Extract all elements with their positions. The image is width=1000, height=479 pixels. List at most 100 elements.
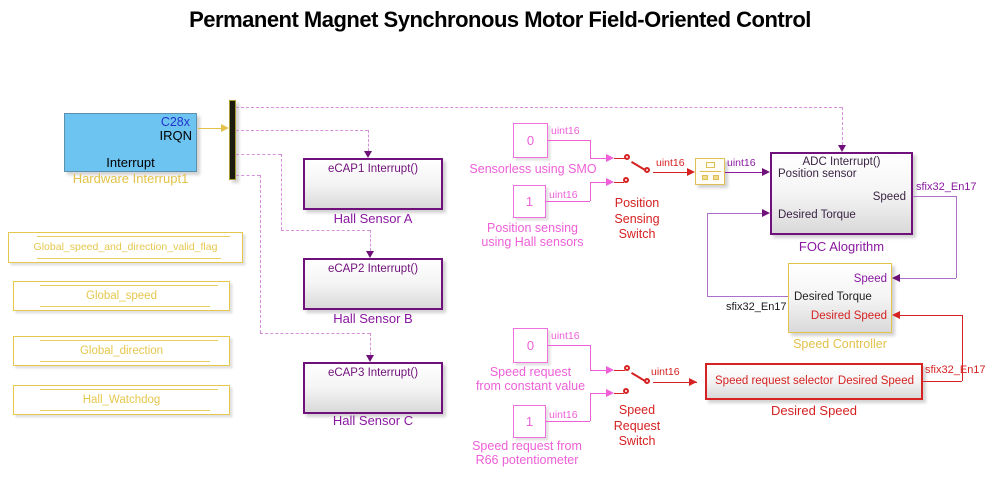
wire xyxy=(590,345,591,370)
wire-torque xyxy=(707,213,708,296)
data-store-global-direction[interactable]: Global_direction xyxy=(13,336,230,366)
wire xyxy=(548,345,590,346)
arrowhead xyxy=(892,274,900,282)
dtype-label: uint16 xyxy=(551,125,580,137)
adc-interrupt-port-label: ADC Interrupt() xyxy=(802,156,881,168)
data-store-hall-watchdog[interactable]: Hall_Watchdog xyxy=(13,385,230,415)
hall-sensor-c-name: Hall Sensor C xyxy=(332,413,414,428)
rate-transition-icon xyxy=(706,162,715,168)
speed-controller-name: Speed Controller xyxy=(793,337,887,351)
constant-sensorless[interactable]: 0 xyxy=(513,123,548,158)
wire-desired-speed xyxy=(900,315,962,316)
switch-lever xyxy=(630,161,647,172)
desired-speed-name: Desired Speed xyxy=(771,403,857,418)
constant-speed-pot[interactable]: 1 xyxy=(513,405,546,438)
arrowhead xyxy=(366,251,374,258)
arrowhead xyxy=(762,168,770,176)
trigger-wire-foc xyxy=(842,107,843,145)
wire-speed-feedback xyxy=(913,196,956,197)
switch-input-1 xyxy=(624,154,630,160)
arrowhead xyxy=(838,145,846,152)
speed-in-port-label: Speed xyxy=(853,273,887,285)
wire-torque xyxy=(707,296,788,297)
ecap1-port-label: eCAP1 Interrupt() xyxy=(327,163,419,175)
constant-value: 1 xyxy=(525,194,534,209)
wire xyxy=(725,172,762,173)
arrowhead xyxy=(221,124,229,132)
arrowhead xyxy=(606,154,614,162)
hall-sensor-a-name: Hall Sensor A xyxy=(333,211,413,226)
wire xyxy=(590,182,591,201)
wire-speed-feedback xyxy=(900,278,956,279)
data-store-global-speed[interactable]: Global_speed xyxy=(13,281,230,311)
arrowhead xyxy=(687,168,695,176)
wire xyxy=(614,370,625,371)
desired-torque-port-label: Desired Torque xyxy=(778,209,856,221)
wire xyxy=(590,158,607,159)
arrowhead xyxy=(606,366,614,374)
hall-sensor-c-block[interactable]: eCAP3 Interrupt() xyxy=(303,362,443,414)
wire xyxy=(546,421,590,422)
dtype-label: uint16 xyxy=(656,157,685,169)
constant-hall-position-name: Position sensing using Hall sensors xyxy=(481,221,584,250)
arrowhead xyxy=(892,311,900,319)
foc-algorithm-block[interactable]: ADC Interrupt() Position sensor Speed De… xyxy=(770,152,913,235)
switch-output xyxy=(644,378,650,384)
ecap3-port-label: eCAP3 Interrupt() xyxy=(327,367,419,379)
position-sensing-switch[interactable] xyxy=(620,150,656,190)
wire-speed-feedback xyxy=(956,196,957,278)
dtype-label: uint16 xyxy=(727,157,756,169)
ecap2-port-label: eCAP2 Interrupt() xyxy=(327,263,419,275)
hall-sensor-b-block[interactable]: eCAP2 Interrupt() xyxy=(303,258,443,310)
trigger-wire-hall-a xyxy=(368,130,369,151)
speed-request-switch[interactable] xyxy=(620,361,656,401)
constant-value: 0 xyxy=(526,133,535,148)
hall-sensor-b-name: Hall Sensor B xyxy=(333,311,413,326)
rate-transition-icon xyxy=(702,175,708,180)
switch-output xyxy=(644,167,650,173)
data-store-name: Global_speed_and_direction_valid_flag xyxy=(33,241,218,253)
position-sensor-port-label: Position sensor xyxy=(778,168,857,180)
hardware-interrupt-block[interactable]: C28x IRQN Interrupt xyxy=(64,113,197,172)
wire xyxy=(614,393,624,394)
interrupt-demux-bar[interactable] xyxy=(229,100,236,180)
wire xyxy=(653,382,697,383)
desired-torque-out-port-label: Desired Torque xyxy=(794,291,872,303)
arrowhead xyxy=(606,389,614,397)
irqn-port-label: IRQN xyxy=(159,128,193,143)
constant-speed-pot-name: Speed request from R66 potentiometer xyxy=(472,439,582,468)
wire-desired-speed xyxy=(962,315,963,381)
data-store-global-speed-and-direction-valid-flag[interactable]: Global_speed_and_direction_valid_flag xyxy=(8,232,243,263)
trigger-wire-hall-c xyxy=(260,175,261,333)
constant-speed-fixed[interactable]: 0 xyxy=(513,328,548,363)
wire xyxy=(590,370,607,371)
trigger-wire-hall-c xyxy=(260,333,370,334)
wire xyxy=(653,172,687,173)
dtype-label: uint16 xyxy=(549,409,578,421)
trigger-wire-hall-b xyxy=(281,230,370,231)
dtype-label: uint16 xyxy=(651,366,680,378)
arrowhead xyxy=(689,378,697,386)
rate-transition-icon xyxy=(700,171,721,172)
constant-speed-fixed-name: Speed request from constant value xyxy=(475,365,586,394)
speed-controller-block[interactable]: Speed Desired Torque Desired Speed xyxy=(788,263,892,333)
wire-torque xyxy=(707,213,762,214)
switch-input-2 xyxy=(623,388,629,394)
hardware-interrupt-name: Hardware Interrupt1 xyxy=(72,171,189,186)
trigger-wire-hall-b xyxy=(370,230,371,251)
switch-input-1 xyxy=(624,365,630,371)
speed-port-label: Speed xyxy=(872,191,906,203)
switch-input-2 xyxy=(623,177,629,183)
data-store-name: Hall_Watchdog xyxy=(82,394,161,406)
constant-hall-position[interactable]: 1 xyxy=(513,185,546,218)
arrowhead xyxy=(606,178,614,186)
trigger-wire-hall-c xyxy=(370,333,371,355)
interrupt-port-label: Interrupt xyxy=(106,155,155,170)
rate-transition-block[interactable] xyxy=(695,158,725,185)
dtype-label: sfix32_En17 xyxy=(726,301,787,313)
desired-speed-block[interactable]: Speed request selector Desired Speed xyxy=(705,363,923,400)
wire xyxy=(546,201,590,202)
constant-value: 1 xyxy=(525,414,534,429)
hall-sensor-a-block[interactable]: eCAP1 Interrupt() xyxy=(303,158,443,210)
foc-algorithm-name: FOC Alogrithm xyxy=(798,239,885,254)
